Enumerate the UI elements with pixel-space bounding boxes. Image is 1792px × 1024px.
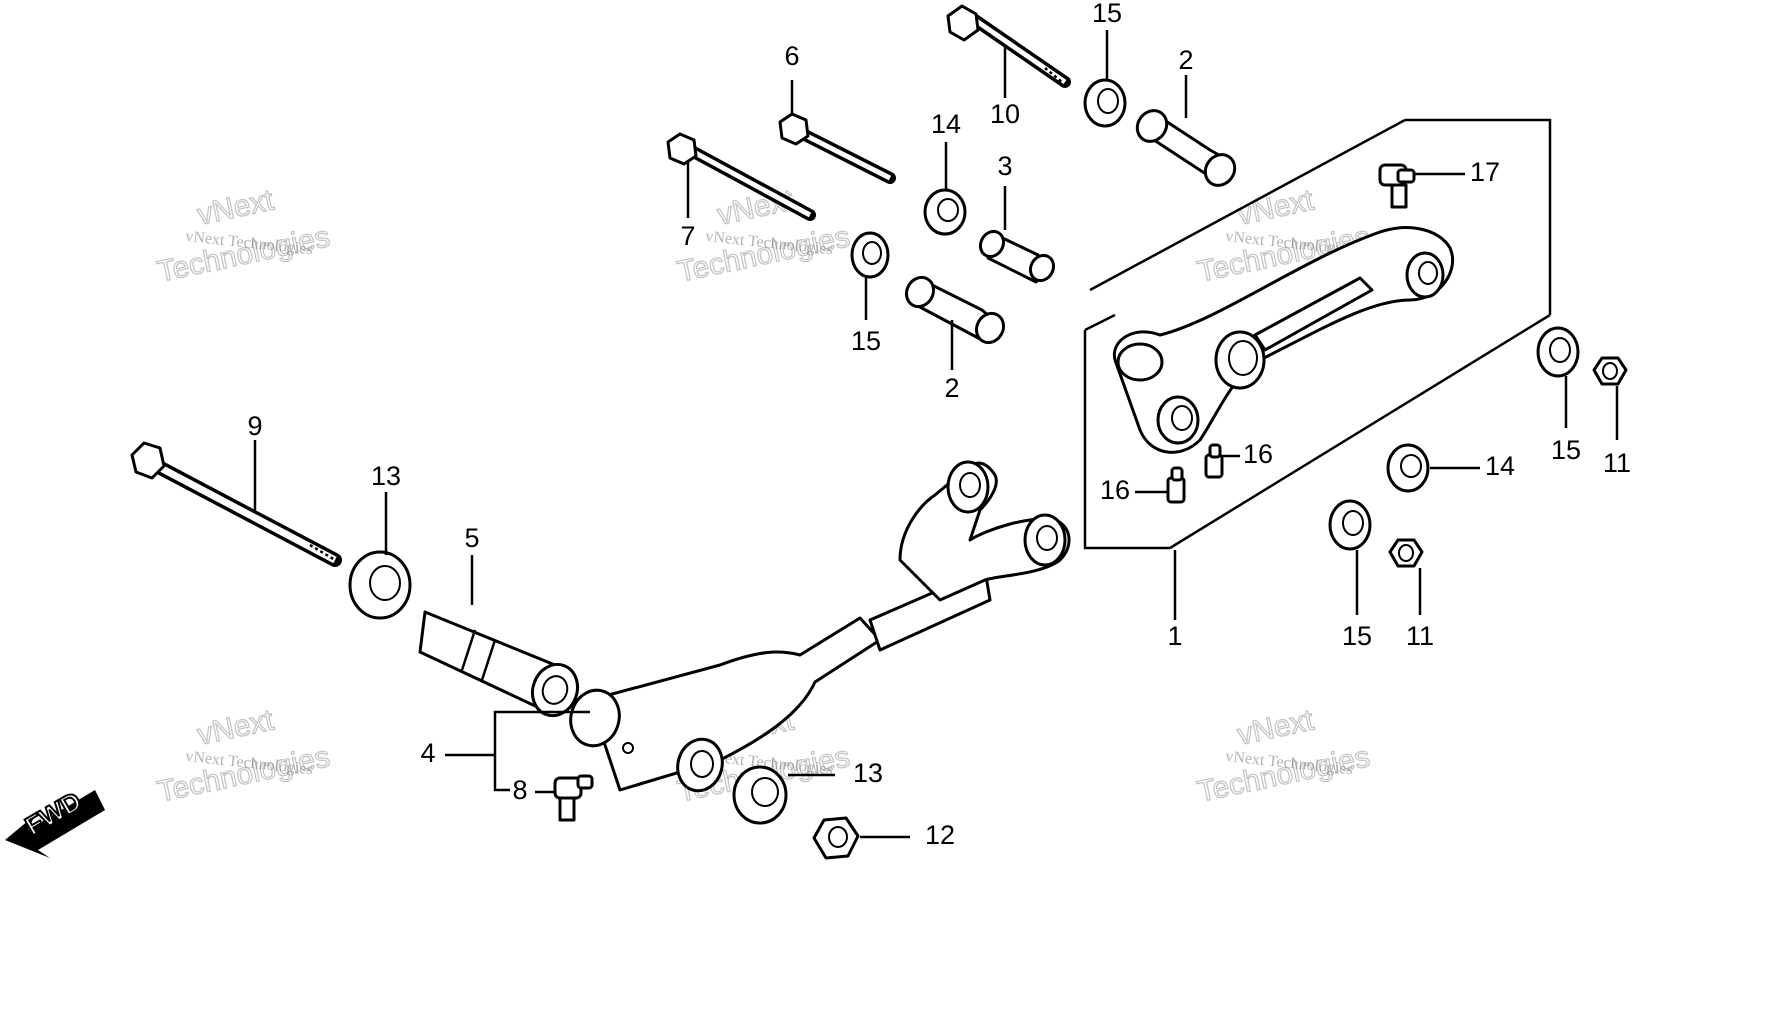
arrow-left-down-icon: [5, 790, 105, 858]
grease-nipple-16-right: [1204, 443, 1224, 479]
grease-nipple-8: [553, 774, 594, 822]
leader-4-bracket: [493, 710, 590, 792]
callout-13-left: 13: [371, 461, 401, 491]
nut-11-upper: [1592, 356, 1628, 386]
bushing-15-mid: [850, 231, 890, 279]
callout-6: 6: [784, 41, 799, 71]
collar-2-top: [1135, 109, 1237, 187]
callout-15-right-upper: 15: [1551, 435, 1581, 465]
callout-3: 3: [997, 151, 1012, 181]
link-arm: [1112, 226, 1455, 454]
collar-2-mid: [904, 275, 1006, 345]
assembly-box-1: [1083, 118, 1552, 550]
callout-16-right: 16: [1243, 439, 1273, 469]
nut-11-lower: [1388, 538, 1424, 568]
lower-arm-4: [569, 460, 1071, 793]
bushing-14-right: [1386, 443, 1430, 493]
grease-nipple-17: [1378, 163, 1416, 209]
callout-11-lower: 11: [1406, 621, 1434, 651]
callout-5: 5: [464, 523, 479, 553]
bolt-9: [130, 441, 342, 567]
callout-14-right: 14: [1485, 451, 1515, 481]
collar-5: [418, 610, 580, 718]
watermark-bottom-right: vNext Technologies vNext Technologies: [1194, 703, 1373, 810]
callout-10: 10: [990, 99, 1020, 129]
watermark-top-left: vNext Technologies vNext Technologies: [154, 183, 333, 290]
callout-9: 9: [247, 411, 262, 441]
callout-15-mid: 15: [851, 326, 881, 356]
bushing-13-left: [348, 550, 412, 620]
callout-4: 4: [420, 738, 435, 768]
nut-12: [812, 816, 860, 860]
bushing-15-right-upper: [1536, 326, 1580, 378]
bolt-7: [666, 132, 816, 221]
callout-13-lower: 13: [853, 758, 883, 788]
bolt-6: [778, 112, 896, 184]
callout-2-top: 2: [1178, 45, 1193, 75]
callout-7: 7: [680, 221, 695, 251]
bushing-15-right-lower: [1328, 499, 1372, 551]
svg-text:vNext: vNext: [195, 183, 278, 231]
callout-17: 17: [1470, 157, 1500, 187]
collar-3: [978, 229, 1056, 284]
callout-11-upper: 11: [1603, 448, 1631, 478]
callout-1: 1: [1167, 621, 1182, 651]
callout-12: 12: [925, 820, 955, 850]
bushing-14-top: [923, 188, 967, 236]
bushing-15-top: [1083, 78, 1127, 128]
grease-nipple-16-left: [1166, 466, 1186, 504]
callout-14-top: 14: [931, 109, 961, 139]
fwd-arrow: FWD: [5, 785, 105, 858]
callout-15-top: 15: [1092, 0, 1122, 28]
callout-16-left: 16: [1100, 475, 1130, 505]
callout-2-mid: 2: [944, 373, 959, 403]
svg-text:vNext: vNext: [195, 703, 278, 751]
callout-8: 8: [512, 775, 527, 805]
callout-15-right-lower: 15: [1342, 621, 1372, 651]
bolt-10: [946, 4, 1071, 88]
watermark-top-center: vNext Technologies vNext Technologies: [674, 183, 853, 290]
watermark-bottom-left: vNext Technologies vNext Technologies: [154, 703, 333, 810]
svg-text:vNext: vNext: [1235, 703, 1318, 751]
bushing-13-lower: [732, 765, 788, 825]
